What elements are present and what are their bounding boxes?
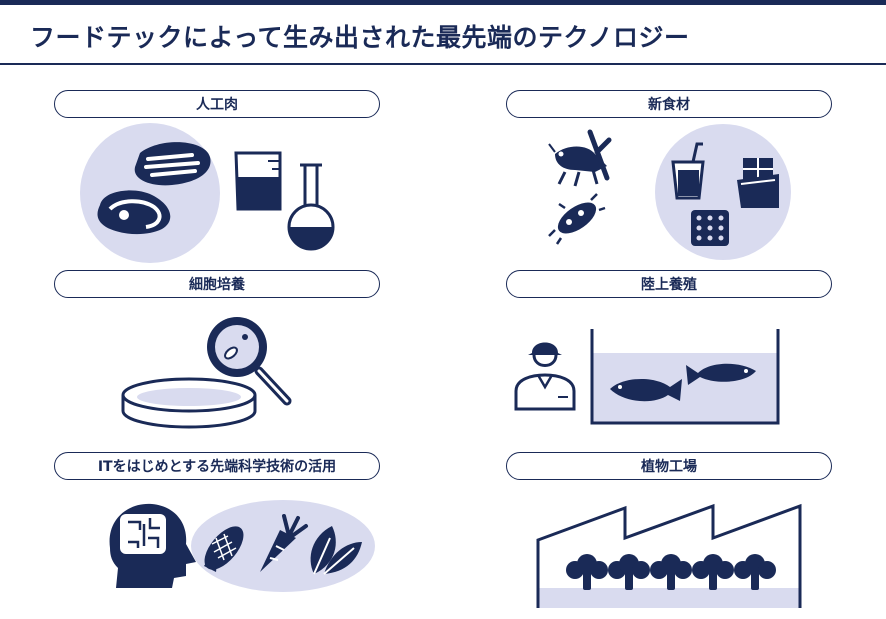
corn-icon [204,526,244,572]
broccoli-icon [608,554,650,590]
chocolate-bar-icon [737,158,779,208]
artificial-meat-illustration [80,123,335,263]
drink-cup-icon [671,142,705,200]
top-accent-bar [0,0,886,5]
broccoli-icon [734,554,776,590]
steak-icon [134,142,211,186]
meat-background-circle [80,123,220,263]
page-title: フードテックによって生み出された最先端のテクノロジー [30,23,690,52]
new-food-illustration [548,124,791,260]
cracker-icon [691,210,729,246]
petri-dish-icon [121,377,257,429]
category-cell-culture: 細胞培養 [54,270,380,298]
category-artificial-meat: 人工肉 [54,90,380,118]
broccoli-icon [692,554,734,590]
broccoli-row [566,554,776,590]
leafy-greens-icon [310,526,362,575]
fish-tank-icon [590,329,780,425]
grasshopper-icon [548,129,612,187]
raw-steak-icon [97,190,171,235]
it-tech-illustration [109,500,375,592]
category-it-tech: ITをはじめとする先端科学技術の活用 [54,452,380,480]
bacteria-icon [548,193,606,245]
title-divider [0,63,886,65]
carrot-icon [260,514,308,572]
worker-icon [514,342,576,411]
fish-icon-2 [686,363,756,385]
brain-circuit-head-icon [109,503,196,588]
fish-icon [610,378,682,402]
beaker-icon [234,151,282,211]
round-flask-icon [287,163,335,251]
factory-building-icon [536,503,802,608]
land-aquaculture-illustration [514,329,780,425]
cell-culture-illustration [121,317,292,429]
category-plant-factory: 植物工場 [506,452,832,480]
broccoli-icon [566,554,608,590]
category-land-aquaculture: 陸上養殖 [506,270,832,298]
broccoli-icon [650,554,692,590]
plant-factory-illustration [536,503,802,608]
magnifying-glass-icon [207,317,292,406]
category-new-food: 新食材 [506,90,832,118]
